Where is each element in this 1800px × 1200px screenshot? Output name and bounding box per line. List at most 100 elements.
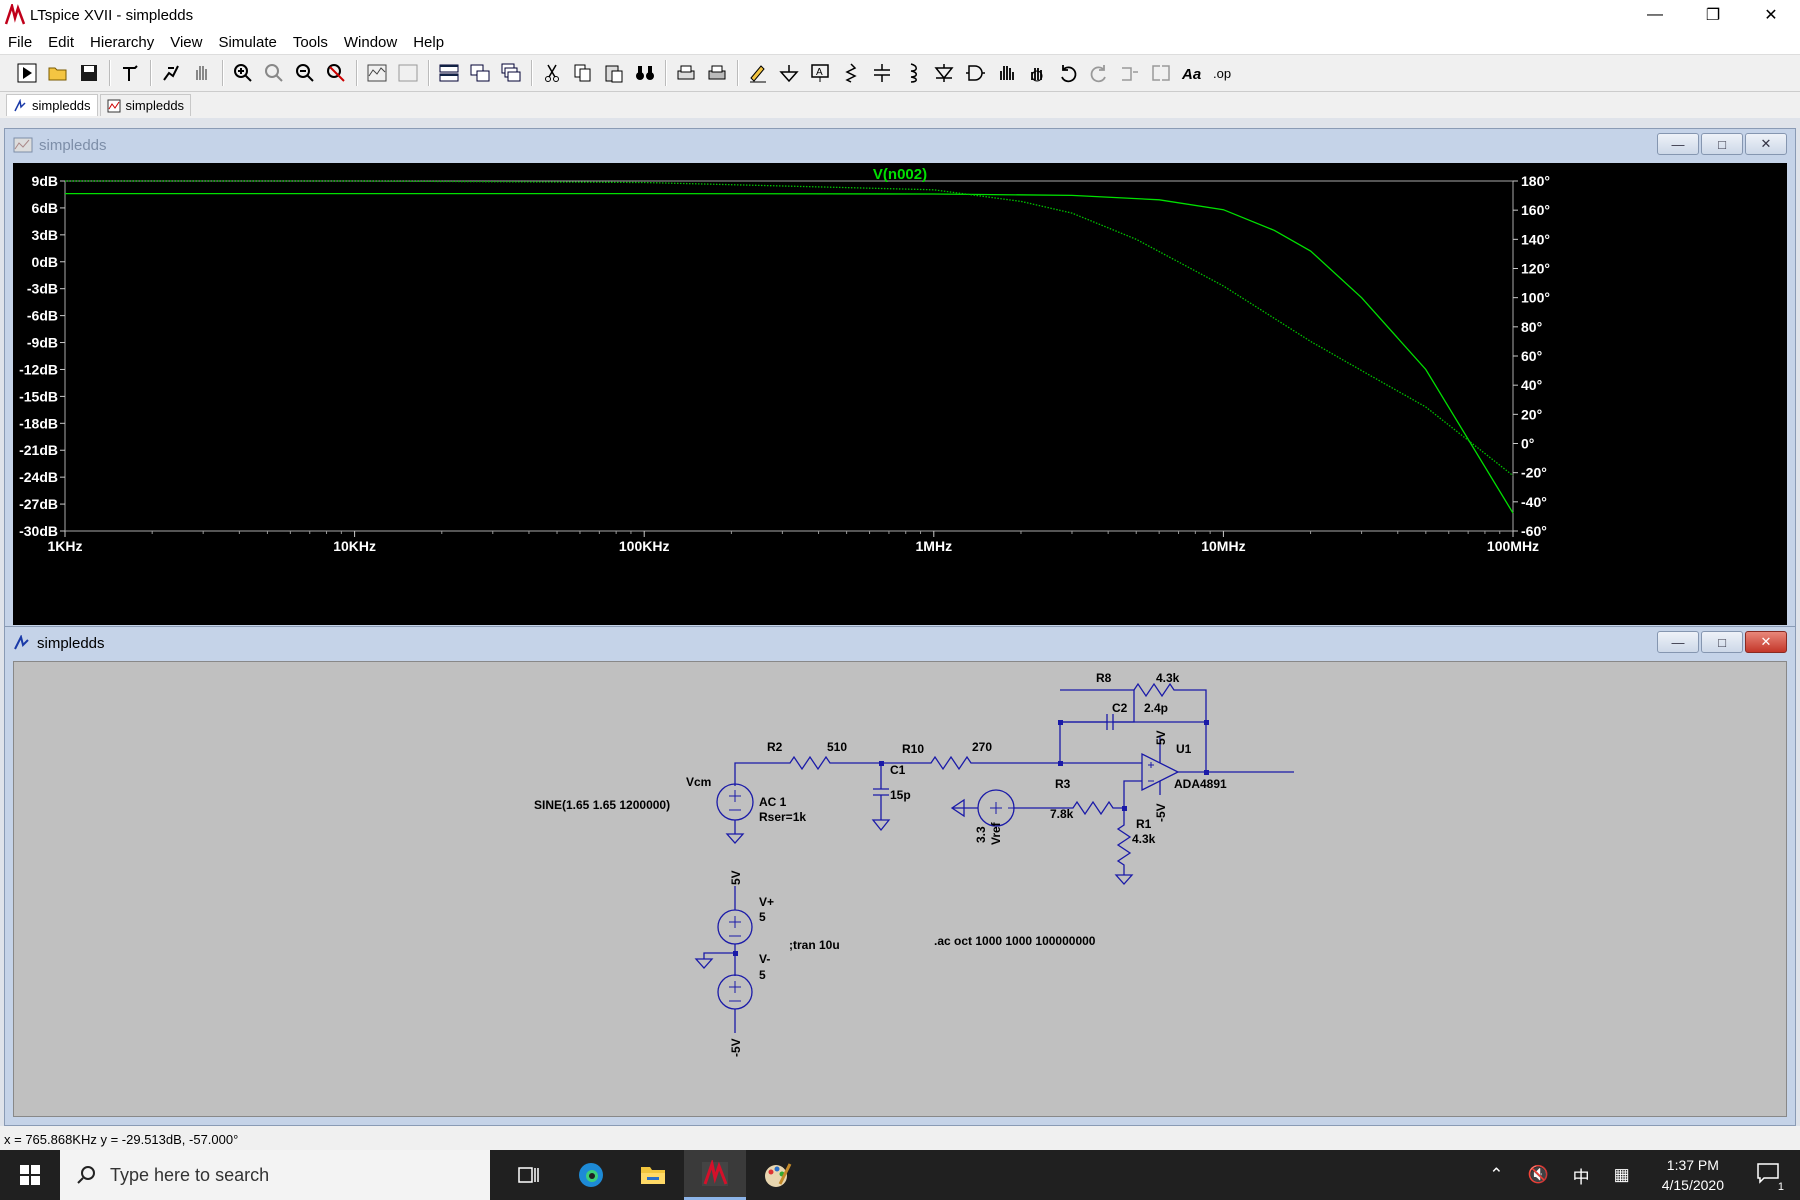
ime-indicator[interactable]: 中 — [1572, 1167, 1590, 1187]
resistor-r2[interactable] — [734, 755, 881, 786]
cut-button[interactable] — [537, 58, 567, 88]
pan-button[interactable] — [187, 58, 217, 88]
tile-horizontal-button[interactable] — [434, 58, 464, 88]
cascade-button[interactable] — [496, 58, 526, 88]
capacitor-c1[interactable] — [873, 763, 889, 820]
label-net-button[interactable]: A — [805, 58, 835, 88]
tran-directive[interactable]: ;tran 10u — [789, 938, 840, 952]
wire[interactable] — [703, 944, 736, 976]
zoom-pan-button[interactable] — [259, 58, 289, 88]
schematic-drawing[interactable]: R8 4.3k C2 2.4p R2 510 R10 270 C1 15p U1… — [14, 662, 1786, 1116]
schematic-window-title[interactable]: simpledds — [5, 627, 1795, 659]
zoom-in-button[interactable] — [228, 58, 258, 88]
redo-button[interactable] — [1084, 58, 1114, 88]
inductor-button[interactable] — [898, 58, 928, 88]
paint-taskbar-button[interactable] — [746, 1150, 808, 1200]
run-button[interactable] — [12, 58, 42, 88]
zoom-fit-button[interactable] — [321, 58, 351, 88]
paste-icon — [605, 65, 623, 83]
component-button[interactable] — [960, 58, 990, 88]
text-button[interactable]: Aa — [1177, 58, 1207, 88]
show-hidden-icons-button[interactable]: ⌃ — [1489, 1165, 1504, 1184]
schematic-close-button[interactable]: ✕ — [1745, 631, 1787, 653]
resistor-r10[interactable] — [881, 755, 1060, 771]
minimize-button[interactable]: — — [1647, 6, 1663, 23]
undo-button[interactable] — [1053, 58, 1083, 88]
zoom-out-icon — [296, 64, 314, 82]
wire-vref[interactable] — [950, 798, 1056, 818]
waveform-chart[interactable]: 9dB6dB3dB0dB-3dB-6dB-9dB-12dB-15dB-18dB-… — [13, 163, 1787, 625]
control-panel-button[interactable] — [115, 58, 145, 88]
menu-edit[interactable]: Edit — [48, 33, 75, 51]
find-button[interactable] — [630, 58, 660, 88]
ground-supply[interactable] — [694, 958, 714, 969]
print-button[interactable] — [702, 58, 732, 88]
value-r1: 4.3k — [1132, 832, 1156, 846]
tile-vertical-button[interactable] — [465, 58, 495, 88]
waveform-maximize-button[interactable]: □ — [1701, 133, 1743, 155]
drag-button[interactable] — [1022, 58, 1052, 88]
halt-button[interactable] — [156, 58, 186, 88]
ime-mode-icon[interactable]: ▦ — [1613, 1165, 1630, 1184]
ground-vcm[interactable] — [725, 820, 745, 844]
menu-help[interactable]: Help — [413, 33, 445, 51]
move-button[interactable] — [991, 58, 1021, 88]
waveform-close-button[interactable]: ✕ — [1745, 133, 1787, 155]
file-explorer-taskbar-button[interactable] — [622, 1150, 684, 1200]
ground-c1[interactable] — [871, 819, 891, 832]
close-button[interactable]: ✕ — [1764, 7, 1778, 24]
print-setup-button[interactable] — [671, 58, 701, 88]
ac-directive[interactable]: .ac oct 1000 1000 100000000 — [934, 934, 1096, 948]
zoom-out-button[interactable] — [290, 58, 320, 88]
capacitor-button[interactable] — [867, 58, 897, 88]
tab-schematic[interactable]: simpledds — [6, 94, 98, 116]
menu-tools[interactable]: Tools — [292, 33, 328, 51]
restore-button[interactable]: ❐ — [1705, 7, 1721, 24]
waveform-minimize-button[interactable]: — — [1657, 133, 1699, 155]
menu-view[interactable]: View — [170, 33, 203, 51]
mirror-button[interactable] — [1146, 58, 1176, 88]
schematic-minimize-button[interactable]: — — [1657, 631, 1699, 653]
menu-window[interactable]: Window — [343, 33, 398, 51]
menu-hierarchy[interactable]: Hierarchy — [90, 33, 155, 51]
draw-wire-button[interactable] — [743, 58, 773, 88]
capacitor-c2[interactable] — [1060, 714, 1206, 730]
schematic-canvas[interactable]: R8 4.3k C2 2.4p R2 510 R10 270 C1 15p U1… — [13, 661, 1787, 1117]
wire[interactable] — [1059, 722, 1207, 772]
toolbar-separator — [356, 60, 358, 86]
open-button[interactable] — [43, 58, 73, 88]
task-view-button[interactable] — [498, 1150, 560, 1200]
save-button[interactable] — [74, 58, 104, 88]
menu-file[interactable]: File — [8, 33, 33, 51]
edge-taskbar-button[interactable] — [560, 1150, 622, 1200]
resistor-button[interactable] — [836, 58, 866, 88]
clock[interactable]: 1:37 PM 4/15/2020 — [1662, 1155, 1724, 1195]
taskbar-search[interactable]: Type here to search — [60, 1150, 490, 1200]
waveform-window-title[interactable]: simpledds — [5, 129, 1795, 161]
ltspice-taskbar-button[interactable] — [684, 1150, 746, 1200]
copy-button[interactable] — [568, 58, 598, 88]
label-c2: C2 — [1112, 701, 1128, 715]
autorange-button[interactable] — [362, 58, 392, 88]
notification-center-button[interactable]: 1 — [1756, 1162, 1786, 1193]
rotate-button[interactable] — [1115, 58, 1145, 88]
speaker-muted-icon[interactable]: 🔇 — [1527, 1165, 1549, 1184]
spice-directive-button[interactable]: .op — [1208, 58, 1238, 88]
hand-drag-icon — [1031, 68, 1043, 82]
menu-simulate[interactable]: Simulate — [218, 33, 277, 51]
resistor-r8[interactable] — [1133, 682, 1207, 722]
tab-waveform[interactable]: simpledds — [99, 94, 192, 116]
start-button[interactable] — [0, 1150, 60, 1200]
label-r8: R8 — [1096, 671, 1112, 685]
paste-button[interactable] — [599, 58, 629, 88]
schematic-maximize-button[interactable]: □ — [1701, 631, 1743, 653]
resistor-r3[interactable] — [1056, 800, 1124, 816]
ground-r1[interactable] — [1114, 874, 1134, 885]
polarity-icon — [729, 981, 741, 1002]
wire[interactable] — [1123, 780, 1142, 808]
resistor-r1[interactable] — [1116, 808, 1132, 875]
ground-button[interactable] — [774, 58, 804, 88]
diode-button[interactable] — [929, 58, 959, 88]
pick-visible-traces-button[interactable] — [393, 58, 423, 88]
